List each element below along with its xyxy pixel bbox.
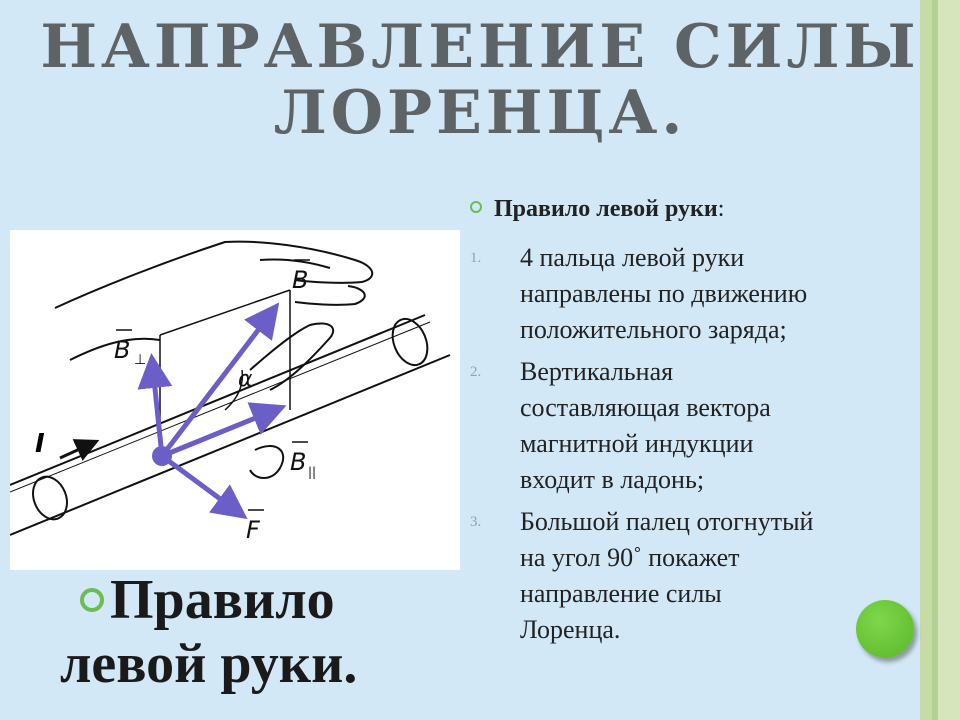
rule-list: 1. 4 пальца левой руки направлены по дви…: [470, 240, 940, 654]
green-bullet-icon: [470, 201, 482, 213]
svg-text:I: I: [35, 429, 45, 459]
svg-text:B: B: [290, 448, 306, 476]
left-hand-rule-illustration: I B B ⊥ B || F α: [9, 230, 460, 570]
decorative-side-stripes: [920, 0, 960, 720]
rule-number: 3.: [470, 514, 482, 530]
big-caption: Правило левой руки.: [60, 568, 357, 696]
vector-B-perp: [137, 353, 173, 459]
charge-point: [152, 446, 172, 466]
title-line-2: ЛОРЕНЦА.: [273, 78, 687, 148]
svg-text:B: B: [292, 266, 308, 294]
caption-line-1: Правило: [110, 569, 335, 631]
conductor-rod: [9, 314, 451, 536]
hand-outline: [54, 240, 374, 479]
vector-B: [159, 302, 280, 459]
svg-text:F: F: [246, 516, 261, 544]
svg-text:B: B: [114, 336, 130, 364]
rule-text: Вертикальная составляющая вектора магнит…: [520, 357, 771, 494]
vector-F: [159, 453, 248, 520]
rule-number: 2.: [470, 364, 482, 380]
rule-number: 1.: [470, 250, 482, 266]
svg-text:||: ||: [308, 465, 316, 479]
caption-line-2: левой руки.: [60, 633, 358, 695]
rule-item: 3. Большой палец отогнутый на угол 90˚ п…: [470, 504, 940, 648]
svg-text:⊥: ⊥: [134, 352, 146, 368]
angle-arc: [224, 369, 244, 411]
rule-item: 1. 4 пальца левой руки направлены по дви…: [470, 240, 940, 348]
current-arrow: I: [35, 429, 100, 461]
slide-title: НАПРАВЛЕНИЕ СИЛЫ ЛОРЕНЦА.: [0, 14, 960, 146]
rule-text: Большой палец отогнутый на угол 90˚ пока…: [520, 507, 814, 644]
green-circle-decoration: [856, 600, 914, 658]
rule-heading-text: Правило левой руки: [494, 196, 718, 222]
vector-labels: B B ⊥ B || F α: [114, 259, 316, 544]
title-line-1: НАПРАВЛЕНИЕ СИЛЫ: [40, 12, 920, 82]
rule-text: 4 пальца левой руки направлены по движен…: [520, 243, 808, 344]
vector-B-parallel: [159, 402, 287, 459]
rule-item: 2. Вертикальная составляющая вектора маг…: [470, 354, 940, 498]
rule-heading-colon: :: [717, 196, 725, 222]
rule-heading: Правило левой руки:: [470, 196, 724, 223]
green-bullet-icon: [80, 588, 104, 612]
svg-text:α: α: [238, 367, 253, 392]
vectors: [137, 302, 287, 520]
